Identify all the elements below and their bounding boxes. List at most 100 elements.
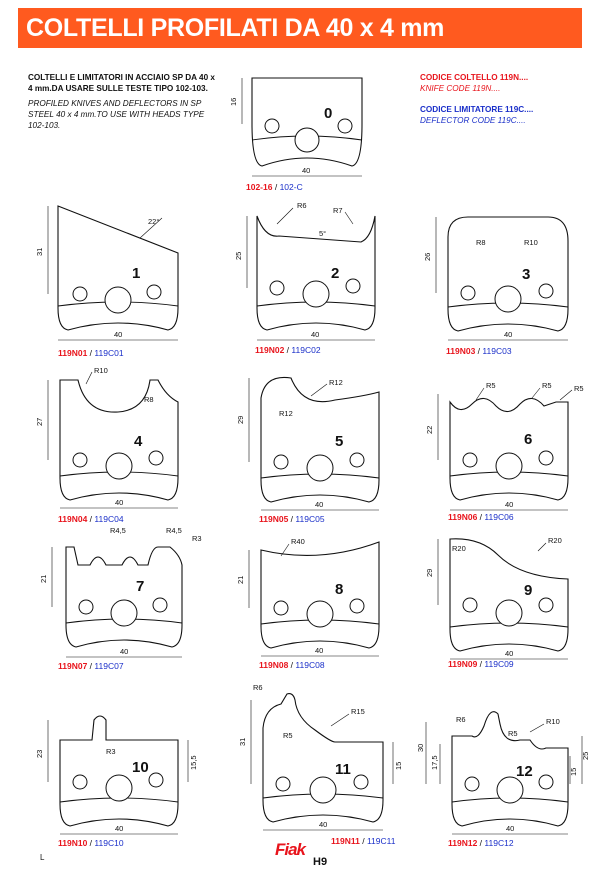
profile-4-dim-width: 40 <box>115 498 123 507</box>
profile-8-number: 8 <box>335 581 343 598</box>
profile-11-dim-width: 40 <box>319 820 327 829</box>
profile-1-dim-angle: 22° <box>148 217 159 226</box>
profile-6-dim-r2: R5 <box>542 381 552 390</box>
profile-4-dim-height: 27 <box>35 418 44 426</box>
profile-0-drawing: 0 16 40 <box>229 77 363 177</box>
profile-10-dim-height: 23 <box>35 750 44 758</box>
profile-0-number: 0 <box>324 105 332 122</box>
profile-9-number: 9 <box>524 582 532 599</box>
profile-5: 5 29 40 R12 R12 119N05 / 119C05 <box>235 368 405 528</box>
profile-7-dim-height: 21 <box>39 575 48 583</box>
deflector-code-en: DEFLECTOR CODE 119C.... <box>420 116 526 125</box>
profile-7-dim-r2: R4,5 <box>166 526 182 535</box>
profile-11-dim-height: 31 <box>238 738 247 746</box>
profile-2-drawing: 2 25 40 R6 R7 5° <box>234 201 376 341</box>
profile-1-drawing: 1 31 40 22° <box>35 205 179 341</box>
profile-2-caption: 119N02 / 119C02 <box>255 345 321 355</box>
profile-7-caption: 119N07 / 119C07 <box>58 661 124 671</box>
profile-4-dim-r2: R8 <box>144 395 154 404</box>
profile-12-caption: 119N12 / 119C12 <box>448 838 514 848</box>
profile-4-drawing: 4 27 40 R10 R8 <box>35 366 179 509</box>
profile-2-dim-r1: R6 <box>297 201 307 210</box>
knife-code-en: KNIFE CODE 119N.... <box>420 84 501 93</box>
profile-12: 12 30 17,5 15 25 40 R6 R5 R10 119N12 / 1… <box>416 696 592 854</box>
profile-9-dim-r1: R20 <box>452 544 466 553</box>
profile-2-dim-width: 40 <box>311 330 319 339</box>
profile-1-number: 1 <box>132 265 140 282</box>
profile-0-dim-width: 40 <box>302 166 310 175</box>
profile-12-dim-r2: R5 <box>508 729 518 738</box>
profile-11-caption: 119N11 / 119C11 <box>331 836 396 846</box>
brand-logo: Fiak <box>275 840 306 859</box>
profile-12-dim-width: 40 <box>506 824 514 833</box>
profile-10: 10 23 15,5 40 R3 119N10 / 119C10 <box>30 700 205 855</box>
profile-5-dim-height: 29 <box>236 416 245 424</box>
profile-3-dim-r1: R8 <box>476 238 486 247</box>
intro-italian: COLTELLI E LIMITATORI IN ACCIAIO SP DA 4… <box>28 73 215 93</box>
profile-0: 0 16 40 102-16 / 102-C <box>229 68 390 196</box>
profile-6-dim-height: 22 <box>425 426 434 434</box>
intro-text: COLTELLI E LIMITATORI IN ACCIAIO SP DA 4… <box>28 72 218 131</box>
profile-12-dim-r1: R6 <box>456 715 466 724</box>
profile-5-caption: 119N05 / 119C05 <box>259 514 325 524</box>
profile-10-number: 10 <box>132 759 149 776</box>
profile-1: 1 31 40 22° 119N01 / 119C01 <box>30 198 200 358</box>
profile-6-number: 6 <box>524 431 532 448</box>
profile-12-dim-height: 30 <box>416 744 425 752</box>
profile-7-number: 7 <box>136 578 144 595</box>
profile-6: 6 22 40 R5 R5 R5 119N06 / 119C06 <box>420 372 592 528</box>
profile-7-dim-r3: R3 <box>192 534 202 543</box>
profile-5-dim-r1: R12 <box>279 409 293 418</box>
profile-9-drawing: 9 29 40 R20 R20 <box>425 536 569 660</box>
profile-11-dim-height2: 15 <box>394 762 403 770</box>
profile-10-caption: 119N10 / 119C10 <box>58 838 124 848</box>
profile-12-dim-height2: 17,5 <box>430 755 439 770</box>
profile-12-dim-height4: 25 <box>581 752 590 760</box>
profile-3-caption: 119N03 / 119C03 <box>446 346 512 356</box>
profile-3-number: 3 <box>522 266 530 283</box>
profile-12-dim-r3: R10 <box>546 717 560 726</box>
profile-0-dim-height: 16 <box>229 98 238 106</box>
profile-8-caption: 119N08 / 119C08 <box>259 660 325 670</box>
profile-8-dim-width: 40 <box>315 646 323 655</box>
profile-7-dim-width: 40 <box>120 647 128 656</box>
profile-4-number: 4 <box>134 433 143 450</box>
intro-english: PROFILED KNIVES AND DEFLECTORS IN SP STE… <box>28 99 205 130</box>
profile-2-dim-angle: 5° <box>319 229 326 238</box>
profile-11: 11 31 15 40 R6 R5 R15 119N11 / 119C11 <box>235 680 410 850</box>
profile-1-caption: 119N01 / 119C01 <box>58 348 124 358</box>
profile-11-number: 11 <box>335 761 351 778</box>
profile-12-dim-height3: 15 <box>569 768 578 776</box>
profile-4: 4 27 40 R10 R8 119N04 / 119C04 <box>30 362 200 527</box>
profile-3-dim-width: 40 <box>504 330 512 339</box>
profile-10-dim-height2: 15,5 <box>189 755 198 770</box>
profile-6-dim-r1: R5 <box>486 381 496 390</box>
profile-8-dim-r1: R40 <box>291 537 305 546</box>
page-title: COLTELLI PROFILATI DA 40 x 4 mm <box>18 8 582 48</box>
profile-9-dim-r2: R20 <box>548 536 562 545</box>
profile-4-dim-r1: R10 <box>94 366 108 375</box>
profile-11-dim-r1: R6 <box>253 683 263 692</box>
profile-5-dim-width: 40 <box>315 500 323 509</box>
profile-7-drawing: 7 21 40 R4,5 R4,5 R3 <box>39 526 202 658</box>
profile-0-caption: 102-16 / 102-C <box>246 182 303 192</box>
knife-code-it: CODICE COLTELLO 119N.... <box>420 73 529 82</box>
profile-5-number: 5 <box>335 433 343 450</box>
page-number: H9 <box>313 856 328 868</box>
profile-6-dim-r3: R5 <box>574 384 584 393</box>
profile-1-dim-height: 31 <box>35 248 44 256</box>
profile-10-drawing: 10 23 15,5 40 R3 <box>35 715 198 835</box>
code-legend: CODICE COLTELLO 119N.... KNIFE CODE 119N… <box>420 72 590 126</box>
profile-3-drawing: 3 26 40 R8 R10 <box>423 216 569 341</box>
profile-8-dim-height: 21 <box>236 576 245 584</box>
profile-3: 3 26 40 R8 R10 119N03 / 119C03 <box>420 205 590 360</box>
profile-5-dim-r2: R12 <box>329 378 343 387</box>
profile-2: 2 25 40 R6 R7 5° 119N02 / 119C02 <box>234 198 405 358</box>
profile-2-dim-height: 25 <box>234 252 243 260</box>
profile-11-dim-r2: R5 <box>283 731 293 740</box>
profile-8: 8 21 40 R40 119N08 / 119C08 <box>235 530 405 675</box>
profile-2-number: 2 <box>331 265 339 282</box>
profile-6-caption: 119N06 / 119C06 <box>448 512 514 522</box>
profile-9-caption: 119N09 / 119C09 <box>448 659 514 669</box>
profile-10-dim-width: 40 <box>115 824 123 833</box>
